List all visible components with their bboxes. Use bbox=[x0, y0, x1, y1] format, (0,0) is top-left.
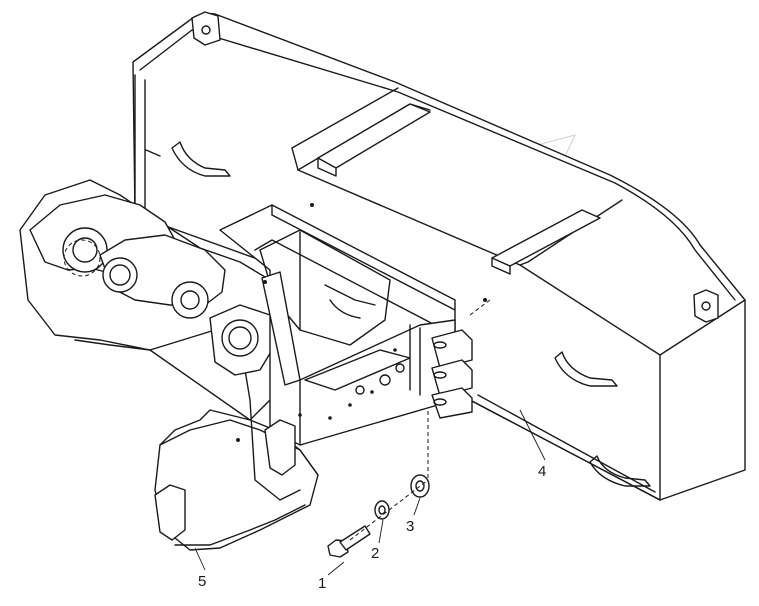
callout-4: 4 bbox=[519, 409, 546, 480]
callout-label: 5 bbox=[198, 573, 206, 590]
counterweight bbox=[132, 11, 746, 501]
lock-washer bbox=[374, 500, 390, 520]
callout-label: 3 bbox=[406, 518, 414, 535]
callout-1: 1 bbox=[318, 561, 345, 592]
callout-label: 4 bbox=[538, 463, 546, 480]
callout-2: 2 bbox=[371, 519, 384, 562]
callout-label: 2 bbox=[371, 545, 379, 562]
flat-washer bbox=[410, 474, 430, 498]
callout-5: 5 bbox=[194, 547, 206, 590]
callout-label: 1 bbox=[318, 575, 326, 592]
callout-3: 3 bbox=[406, 497, 421, 535]
rear-frame bbox=[19, 179, 487, 551]
assembly-lines bbox=[349, 299, 491, 541]
bolt bbox=[327, 525, 371, 558]
